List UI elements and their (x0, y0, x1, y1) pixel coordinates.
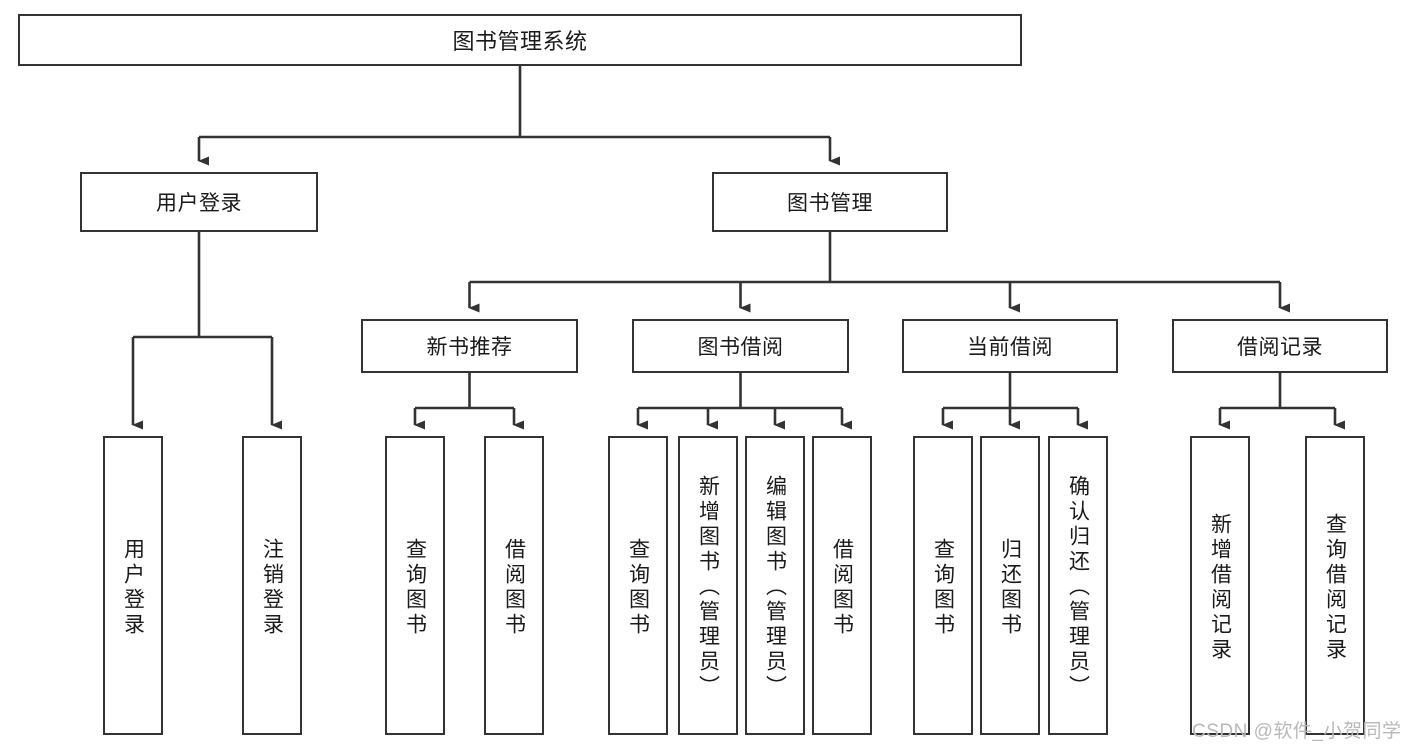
node-label: 查询图书 (626, 537, 650, 638)
node-label: 新书推荐 (426, 336, 513, 359)
node-label: 查询图书 (931, 537, 955, 638)
node-leaf-edit-book[interactable]: 编辑图书（管理员） (745, 436, 805, 735)
connector-bus-book-borrow (638, 373, 842, 410)
node-leaf-confirm-return[interactable]: 确认归还（管理员） (1048, 436, 1108, 735)
node-current-borrow[interactable]: 当前借阅 (902, 319, 1118, 373)
node-leaf-borrow-book-1[interactable]: 借阅图书 (484, 436, 544, 735)
node-label: 编辑图书（管理员） (763, 475, 787, 700)
node-label: 查询图书 (403, 537, 427, 638)
node-leaf-borrow-book-2[interactable]: 借阅图书 (812, 436, 872, 735)
node-leaf-return-book[interactable]: 归还图书 (980, 436, 1040, 735)
node-label: 新增图书（管理员） (696, 475, 720, 700)
node-label: 注销登录 (260, 537, 284, 638)
node-label: 图书管理 (787, 192, 873, 215)
node-leaf-user-login[interactable]: 用户登录 (103, 436, 163, 735)
connector-bus-root (199, 66, 830, 139)
node-root[interactable]: 图书管理系统 (18, 14, 1022, 66)
node-leaf-query-book-3[interactable]: 查询图书 (913, 436, 973, 735)
node-label: 查询借阅记录 (1323, 512, 1347, 663)
connector-bus-borrow-record (1220, 373, 1335, 410)
node-label: 确认归还（管理员） (1066, 475, 1090, 700)
connector-bus-current-borrow (943, 373, 1078, 410)
node-new-book-rec[interactable]: 新书推荐 (361, 319, 578, 373)
node-leaf-user-logout[interactable]: 注销登录 (242, 436, 302, 735)
node-label: 用户登录 (121, 537, 145, 638)
connector-bus-new-book-rec (415, 373, 514, 410)
node-label: 图书借阅 (697, 336, 784, 359)
node-label: 新增借阅记录 (1208, 512, 1232, 663)
node-user-login[interactable]: 用户登录 (80, 172, 318, 232)
node-borrow-record[interactable]: 借阅记录 (1172, 319, 1388, 373)
node-label: 用户登录 (156, 192, 242, 215)
node-label: 借阅图书 (502, 537, 526, 638)
connector-bus-user-login (133, 232, 272, 339)
node-label: 借阅图书 (830, 537, 854, 638)
node-label: 归还图书 (998, 537, 1022, 638)
node-label: 图书管理系统 (452, 29, 588, 54)
node-book-manage[interactable]: 图书管理 (712, 172, 948, 232)
node-label: 借阅记录 (1237, 336, 1323, 359)
node-leaf-add-book[interactable]: 新增图书（管理员） (678, 436, 738, 735)
node-leaf-query-book-1[interactable]: 查询图书 (385, 436, 445, 735)
node-label: 当前借阅 (967, 336, 1053, 359)
node-leaf-query-book-2[interactable]: 查询图书 (608, 436, 668, 735)
node-leaf-query-record[interactable]: 查询借阅记录 (1305, 436, 1365, 735)
node-leaf-add-record[interactable]: 新增借阅记录 (1190, 436, 1250, 735)
node-book-borrow[interactable]: 图书借阅 (632, 319, 849, 373)
connector-bus-book-manage (469, 232, 1280, 284)
